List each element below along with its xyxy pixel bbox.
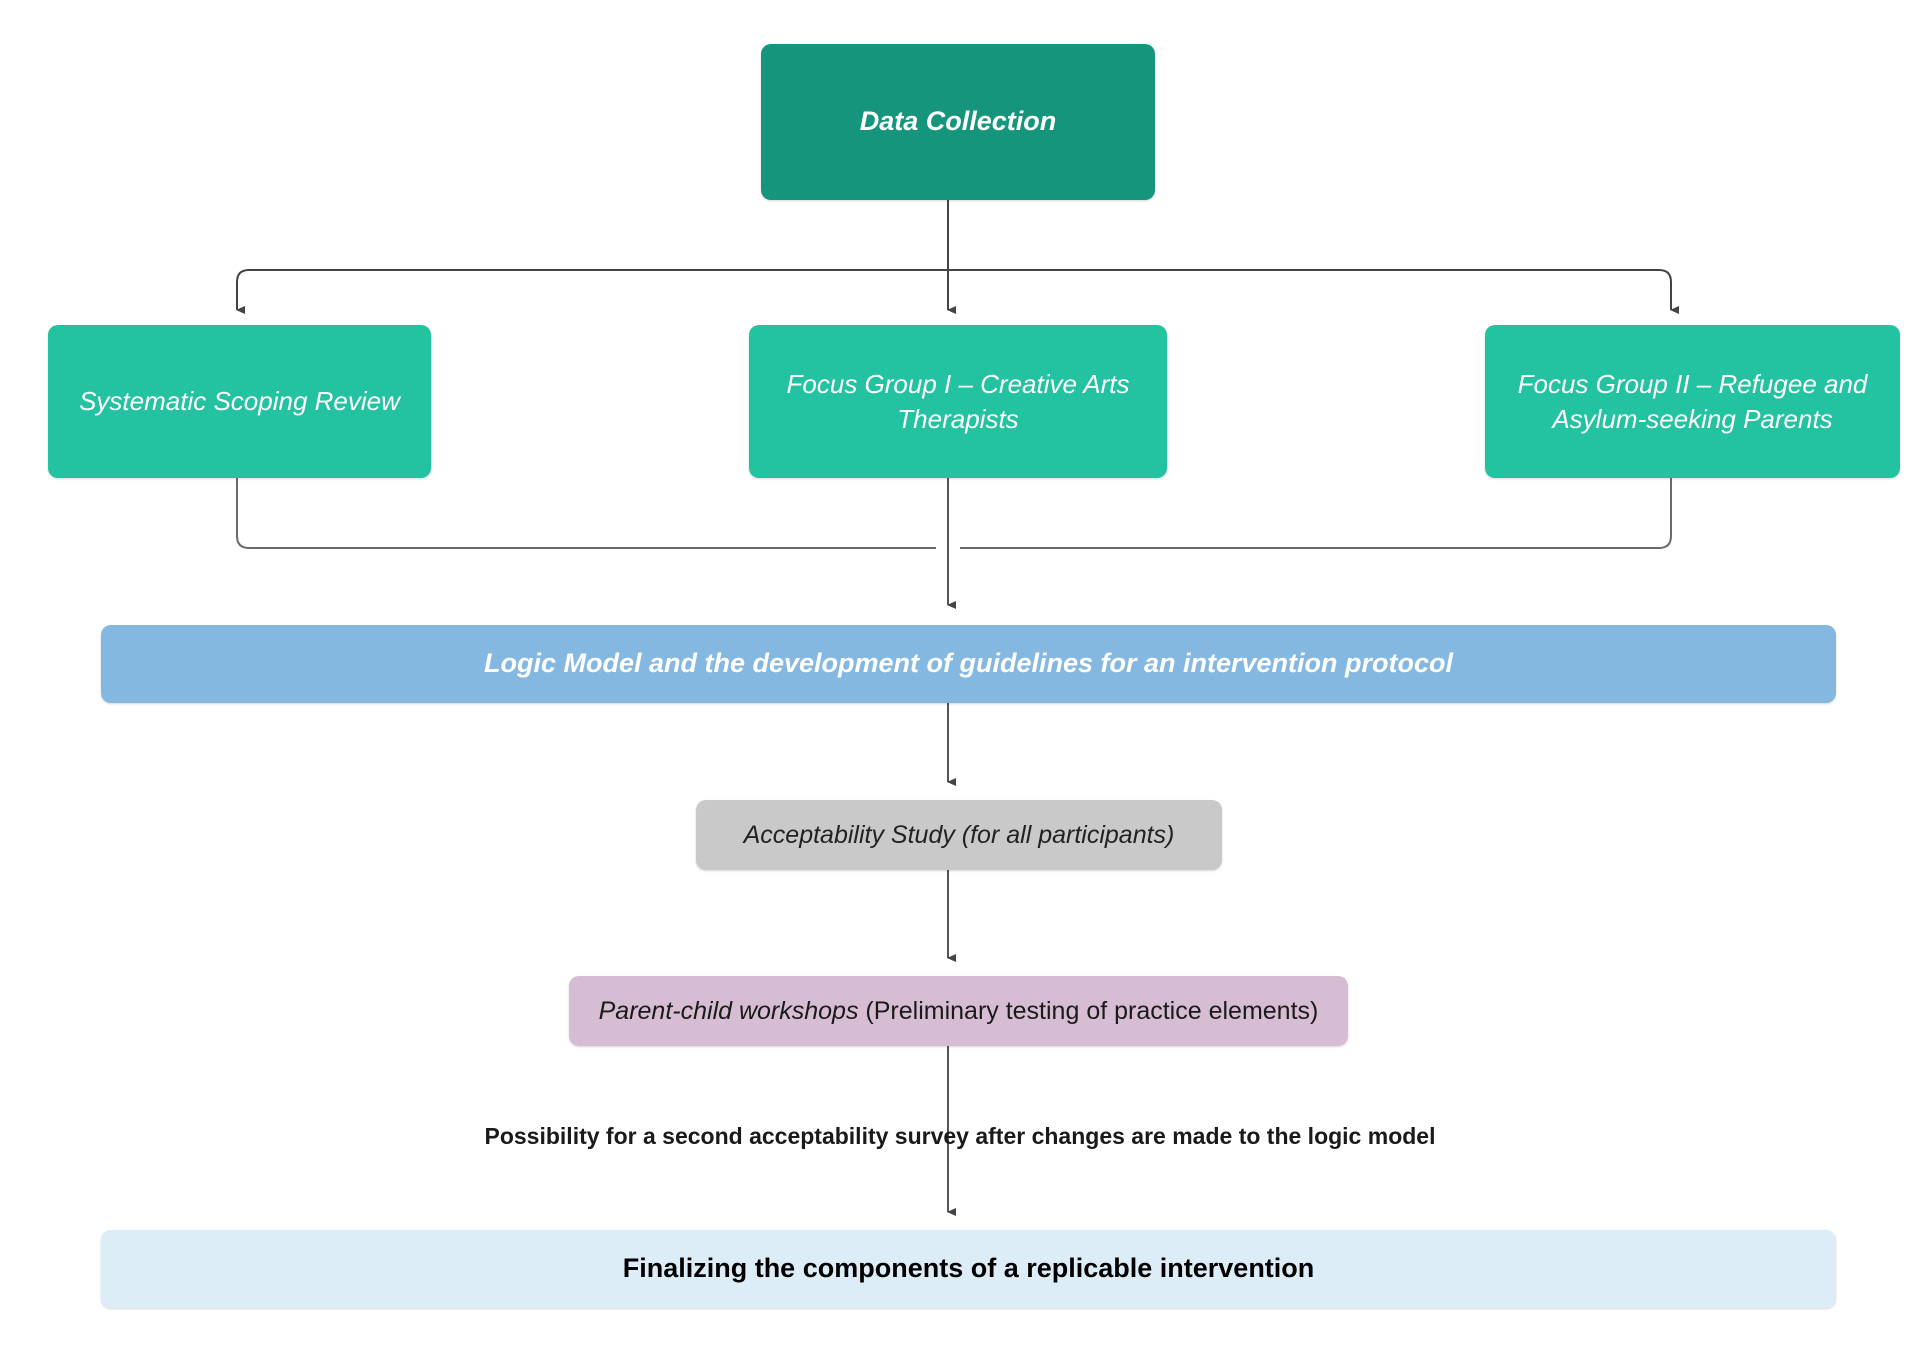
node-systematic-scoping-review[interactable]: Systematic Scoping Review bbox=[48, 325, 431, 478]
node-systematic-scoping-review-label: Systematic Scoping Review bbox=[79, 386, 400, 417]
node-focus-group-1-label: Focus Group I – Creative Arts Therapists bbox=[786, 369, 1130, 434]
note-second-acceptability-survey: Possibility for a second acceptability s… bbox=[380, 1117, 1540, 1155]
note-second-acceptability-survey-label: Possibility for a second acceptability s… bbox=[484, 1122, 1436, 1149]
edge-scoping-to-logic bbox=[236, 478, 936, 549]
node-focus-group-2[interactable]: Focus Group II – Refugee and Asylum-seek… bbox=[1485, 325, 1900, 478]
node-focus-group-2-label: Focus Group II – Refugee and Asylum-seek… bbox=[1517, 369, 1868, 434]
node-parent-child-workshops-label: Parent-child workshops (Preliminary test… bbox=[599, 995, 1319, 1028]
node-parent-child-workshops[interactable]: Parent-child workshops (Preliminary test… bbox=[569, 976, 1348, 1046]
edge-focus-group-2-to-logic bbox=[960, 478, 1672, 549]
edge-collection-to-focus-group-2 bbox=[948, 269, 1679, 314]
node-acceptability-study-label: Acceptability Study (for all participant… bbox=[743, 820, 1175, 849]
node-finalizing-intervention-label: Finalizing the components of a replicabl… bbox=[622, 1253, 1315, 1284]
node-finalizing-intervention[interactable]: Finalizing the components of a replicabl… bbox=[101, 1230, 1836, 1308]
node-parent-child-workshops-emphasis: Parent-child workshops bbox=[598, 996, 859, 1025]
node-data-collection[interactable]: Data Collection bbox=[761, 44, 1155, 200]
node-data-collection-label: Data Collection bbox=[859, 106, 1057, 137]
node-logic-model[interactable]: Logic Model and the development of guide… bbox=[101, 625, 1836, 703]
node-focus-group-1[interactable]: Focus Group I – Creative Arts Therapists bbox=[749, 325, 1167, 478]
node-logic-model-label: Logic Model and the development of guide… bbox=[483, 648, 1454, 679]
edge-collection-to-scoping bbox=[236, 269, 948, 314]
node-parent-child-workshops-detail: (Preliminary testing of practice element… bbox=[858, 996, 1319, 1025]
node-acceptability-study[interactable]: Acceptability Study (for all participant… bbox=[696, 800, 1222, 870]
